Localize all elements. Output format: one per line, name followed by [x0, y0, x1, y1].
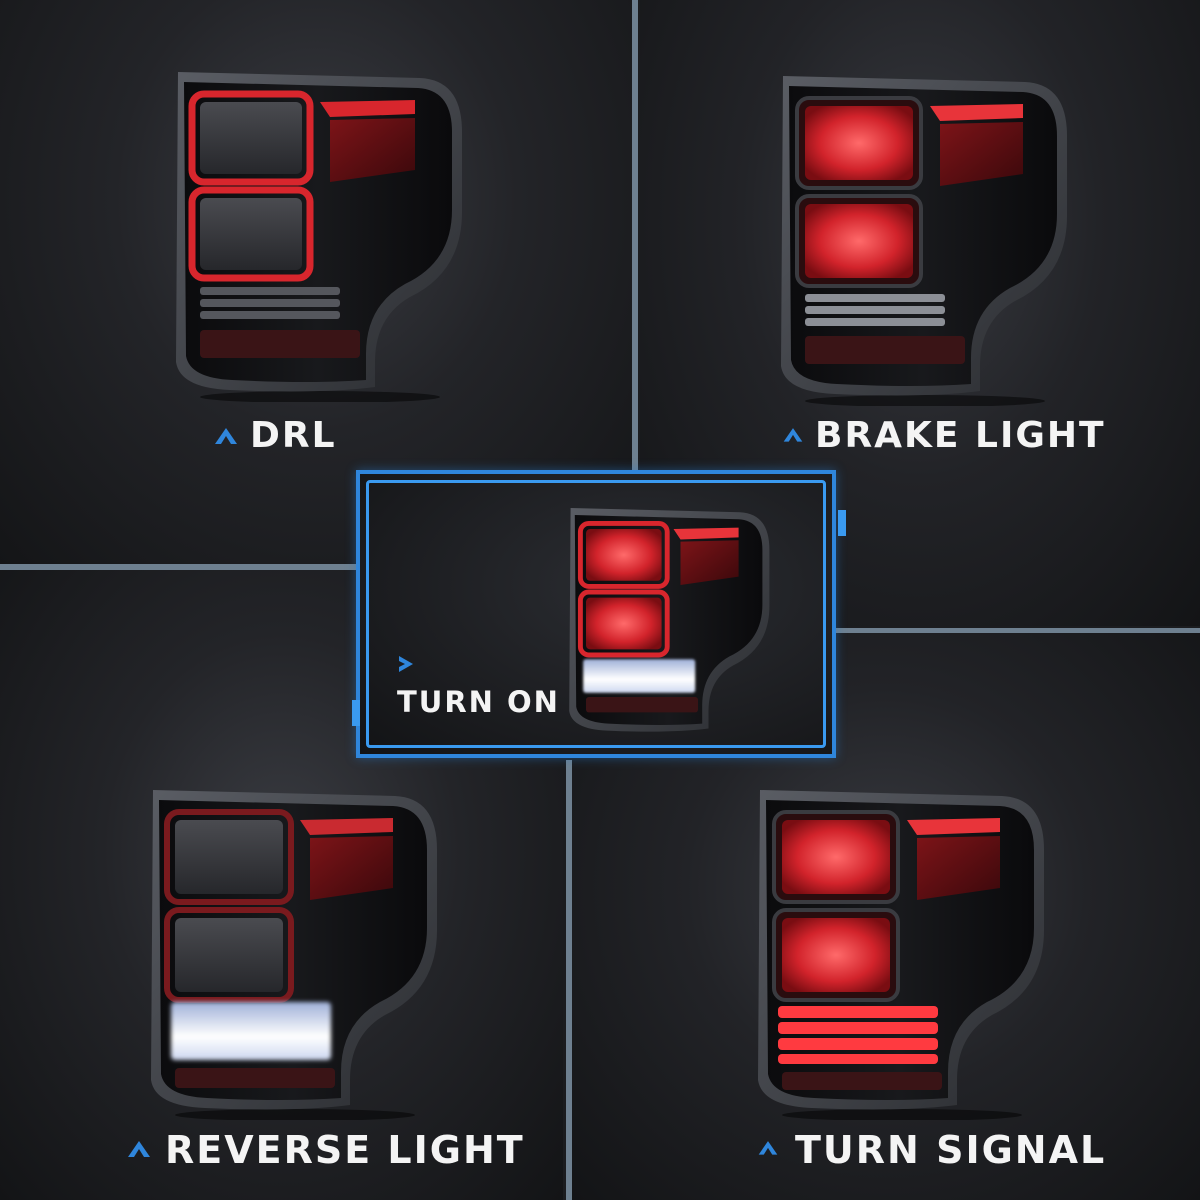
- tail-lamp-turn-signal: [758, 790, 1044, 1120]
- tail-lamp-turn-on: [569, 508, 770, 732]
- divider-left-horizontal: [0, 564, 366, 570]
- tail-lamp-drl: [176, 72, 462, 402]
- frame-accent-right: [838, 510, 846, 536]
- frame-accent-left: [352, 700, 360, 726]
- label-brake-light: BRAKE LIGHT: [815, 415, 1106, 456]
- chevron-up-icon: [758, 1141, 778, 1155]
- label-turn-on: TURN ON: [397, 685, 560, 719]
- featured-panel-inner-border: [366, 480, 826, 748]
- tail-lamp-brake: [781, 76, 1067, 406]
- chevron-up-icon: [215, 428, 237, 444]
- tail-lamp-reverse: [151, 790, 437, 1120]
- chevron-up-icon: [128, 1141, 150, 1157]
- divider-right-horizontal: [836, 628, 1200, 633]
- label-reverse-light: REVERSE LIGHT: [165, 1128, 525, 1172]
- chevron-up-icon: [783, 428, 803, 442]
- chevron-right-icon: [399, 656, 413, 672]
- label-turn-signal: TURN SIGNAL: [795, 1128, 1107, 1172]
- divider-bottom-vertical: [566, 760, 572, 1200]
- label-drl: DRL: [250, 415, 337, 456]
- divider-top-vertical: [632, 0, 638, 474]
